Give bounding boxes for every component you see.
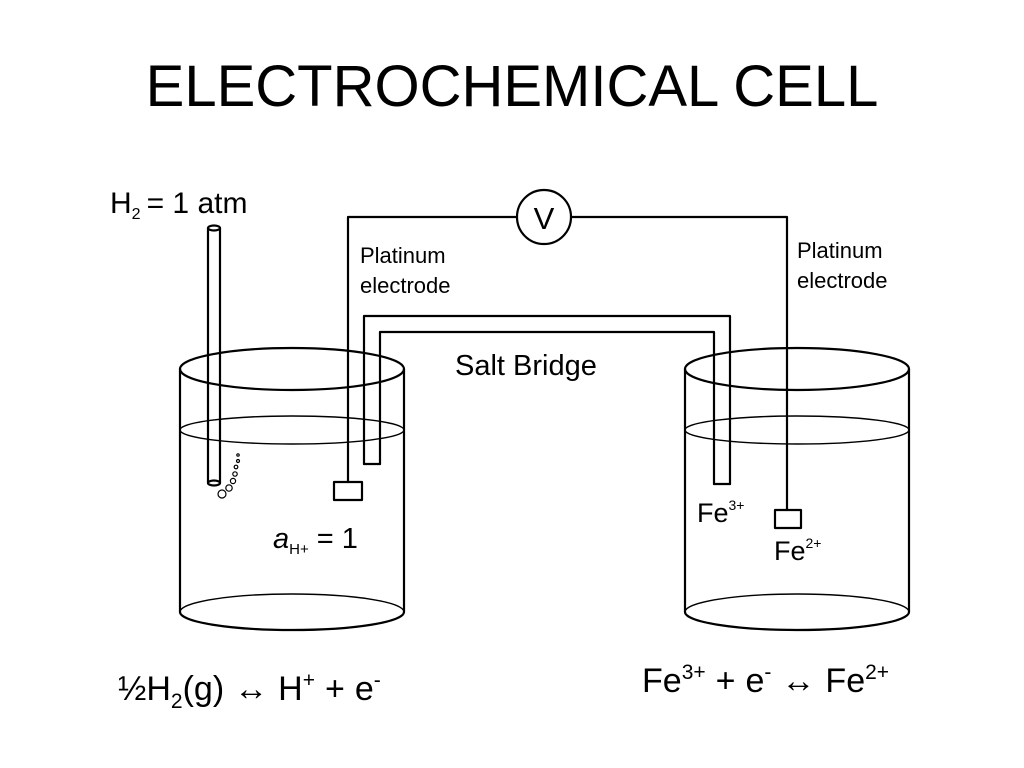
hydrogen-gas-tube [206,224,222,487]
external-circuit-wire [346,215,789,512]
right-platinum-electrode [773,508,803,530]
right-beaker [683,346,911,632]
left-platinum-electrode [332,480,364,502]
right-electrode-label-line2: electrode [797,268,888,293]
hydrogen-ion-activity-label: aH+= 1 [273,523,358,558]
left-electrode-label-line2: electrode [360,273,451,298]
diagram-labels: H2= 1 atm V Platinum electrode Platinum … [110,187,889,713]
fe2-ion-label: Fe2+ [774,535,821,566]
h2-pressure-label: H2= 1 atm [110,187,247,223]
voltmeter-label: V [534,201,555,236]
left-beaker [178,346,406,632]
fe3-ion-label: Fe3+ [697,497,744,528]
hydrogen-half-reaction: ½H2(g)↔H++e- [118,669,381,713]
salt-bridge [362,314,732,486]
voltmeter [515,188,573,246]
iron-half-reaction: Fe3++e-↔Fe2+ [642,661,889,700]
page-title: ELECTROCHEMICAL CELL [145,54,879,119]
left-electrode-label-line1: Platinum [360,243,446,268]
gas-bubbles [217,453,241,499]
right-electrode-label-line1: Platinum [797,238,883,263]
salt-bridge-label: Salt Bridge [455,350,597,382]
